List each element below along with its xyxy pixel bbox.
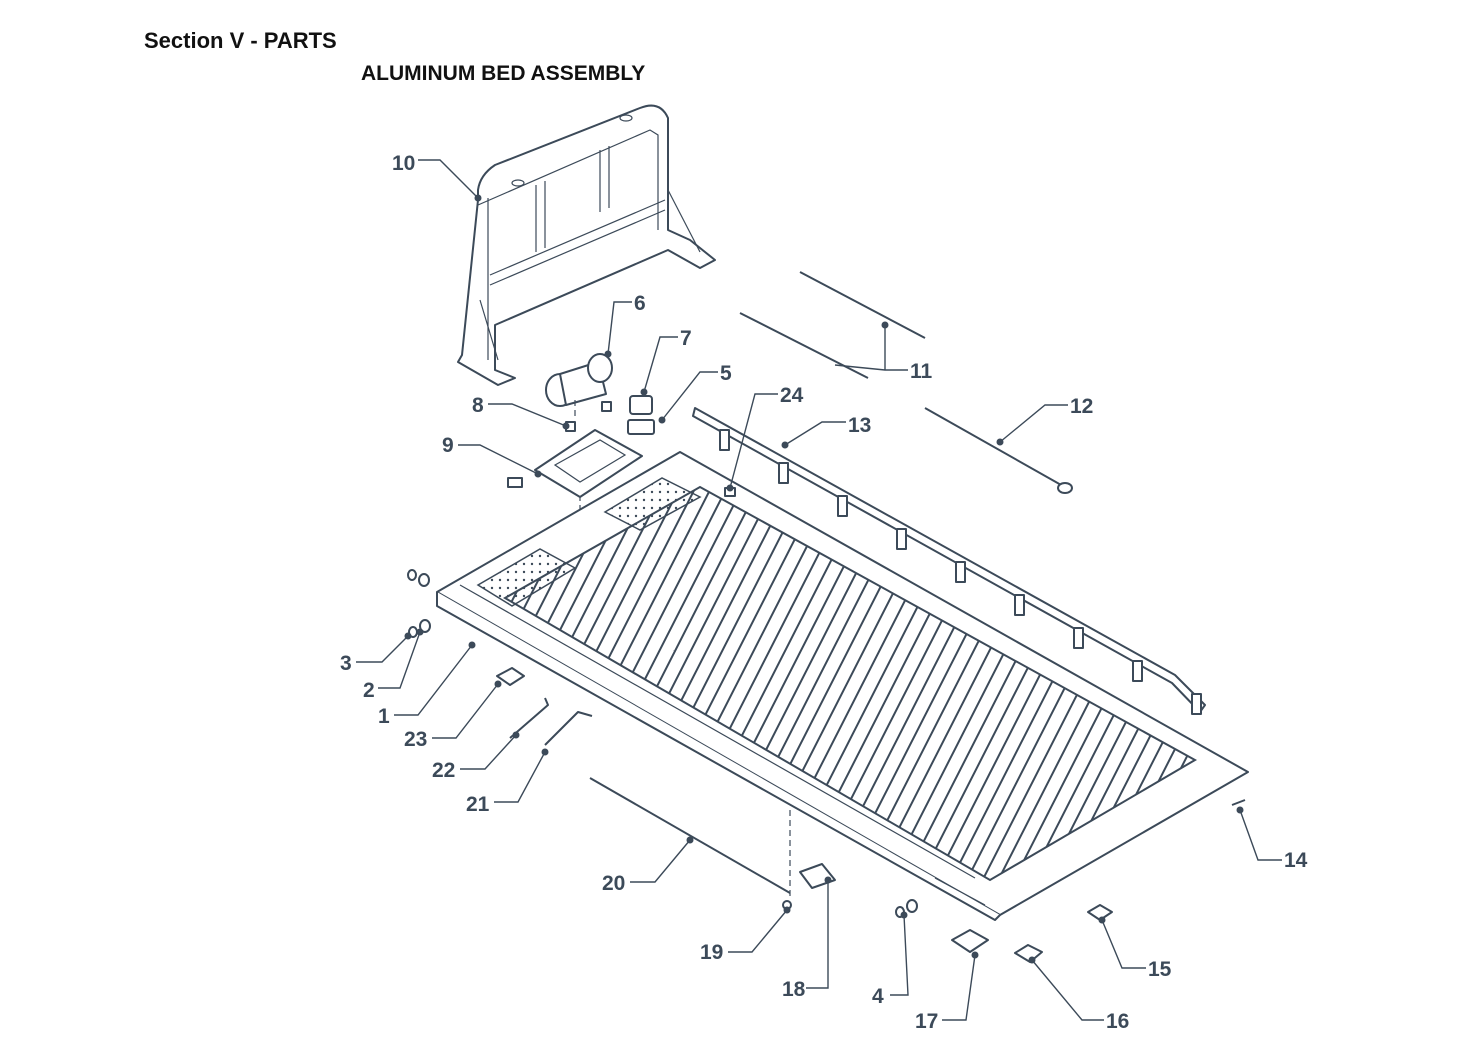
winch — [545, 353, 655, 540]
leader-tip-12 — [996, 438, 1004, 446]
callout-18: 18 — [782, 978, 806, 1001]
rail-post — [1132, 660, 1143, 682]
leader-tip-16 — [1028, 956, 1036, 964]
callout-5: 5 — [720, 362, 732, 385]
callout-9: 9 — [442, 434, 454, 457]
callout-2: 2 — [363, 679, 375, 702]
leader-line-21 — [494, 751, 546, 803]
rail-post — [896, 528, 907, 550]
callout-3: 3 — [340, 652, 352, 675]
callout-10: 10 — [392, 152, 415, 175]
leader-tip-8 — [562, 422, 570, 430]
leader-line-12 — [999, 404, 1068, 443]
leader-line-14 — [1239, 809, 1282, 861]
side-rail — [692, 407, 1206, 715]
leader-line-13 — [784, 421, 846, 446]
leader-tip-17 — [971, 951, 979, 959]
callout-1: 1 — [378, 705, 390, 728]
leader-line-20 — [630, 839, 691, 883]
leader-line-18 — [806, 880, 829, 989]
leader-tip-6 — [604, 350, 612, 358]
callout-17: 17 — [915, 1010, 938, 1033]
leader-line-10 — [418, 159, 479, 199]
tie-rods — [739, 271, 1073, 494]
winch-mount — [507, 429, 643, 498]
rail-post — [1073, 627, 1084, 649]
leader-tip-3 — [404, 632, 412, 640]
leader-tip-11 — [881, 321, 889, 329]
leader-tip-7 — [640, 388, 648, 396]
callout-20: 20 — [602, 872, 625, 895]
leader-line-2 — [378, 631, 421, 689]
section-title: Section V - PARTS — [144, 28, 337, 53]
callout-8: 8 — [472, 394, 484, 417]
leader-line-15 — [1101, 919, 1146, 969]
leader-tip-23 — [494, 680, 502, 688]
leader-tip-1 — [468, 641, 476, 649]
rail-post — [778, 462, 789, 484]
leader-line-3 — [356, 635, 409, 663]
rail-post — [955, 561, 966, 583]
leader-line-19 — [728, 909, 788, 953]
leader-tip-22 — [512, 731, 520, 739]
leader-line-24 — [729, 393, 778, 489]
leader-tip-19 — [783, 906, 791, 914]
callout-23: 23 — [404, 728, 427, 751]
leader-line-23 — [432, 683, 499, 739]
callout-11: 11 — [910, 360, 933, 383]
callout-7: 7 — [680, 327, 692, 350]
leader-tip-18 — [824, 876, 832, 884]
callout-15: 15 — [1148, 958, 1172, 981]
callout-21: 21 — [466, 793, 490, 816]
leader-line-6 — [607, 301, 632, 355]
assembly-title: ALUMINUM BED ASSEMBLY — [361, 62, 646, 85]
leader-tip-21 — [541, 748, 549, 756]
leader-tip-24 — [726, 484, 734, 492]
callout-12: 12 — [1070, 395, 1093, 418]
leader-tip-20 — [686, 836, 694, 844]
headache-rack — [457, 104, 716, 386]
leader-line-11 — [834, 325, 908, 371]
leader-tip-4 — [900, 911, 908, 919]
leader-tip-13 — [781, 441, 789, 449]
rail-post — [1191, 693, 1202, 715]
leader-tip-10 — [474, 194, 482, 202]
hardware — [407, 487, 1246, 963]
callout-14: 14 — [1284, 849, 1308, 872]
leader-line-5 — [661, 371, 718, 421]
rail-post — [1014, 594, 1025, 616]
callout-16: 16 — [1106, 1010, 1129, 1033]
leader-line-17 — [942, 954, 976, 1021]
callout-19: 19 — [700, 941, 723, 964]
callout-24: 24 — [780, 384, 804, 407]
leader-line-1 — [394, 644, 473, 716]
leader-tip-9 — [534, 470, 542, 478]
leader-tip-5 — [658, 416, 666, 424]
bed-deck — [436, 451, 1249, 921]
callout-6: 6 — [634, 292, 646, 315]
leader-line-22 — [460, 734, 517, 770]
callout-13: 13 — [848, 414, 871, 437]
leader-line-16 — [1031, 959, 1104, 1021]
leader-line-4 — [890, 914, 909, 996]
leader-tip-14 — [1236, 806, 1244, 814]
rail-post — [719, 429, 730, 451]
leader-tip-15 — [1098, 916, 1106, 924]
leader-line-7 — [643, 336, 678, 393]
callout-22: 22 — [432, 759, 455, 782]
leader-line-8 — [488, 403, 567, 427]
leader-tip-2 — [416, 628, 424, 636]
rail-post — [837, 495, 848, 517]
callout-4: 4 — [872, 985, 884, 1008]
leader-line-9 — [458, 444, 539, 475]
